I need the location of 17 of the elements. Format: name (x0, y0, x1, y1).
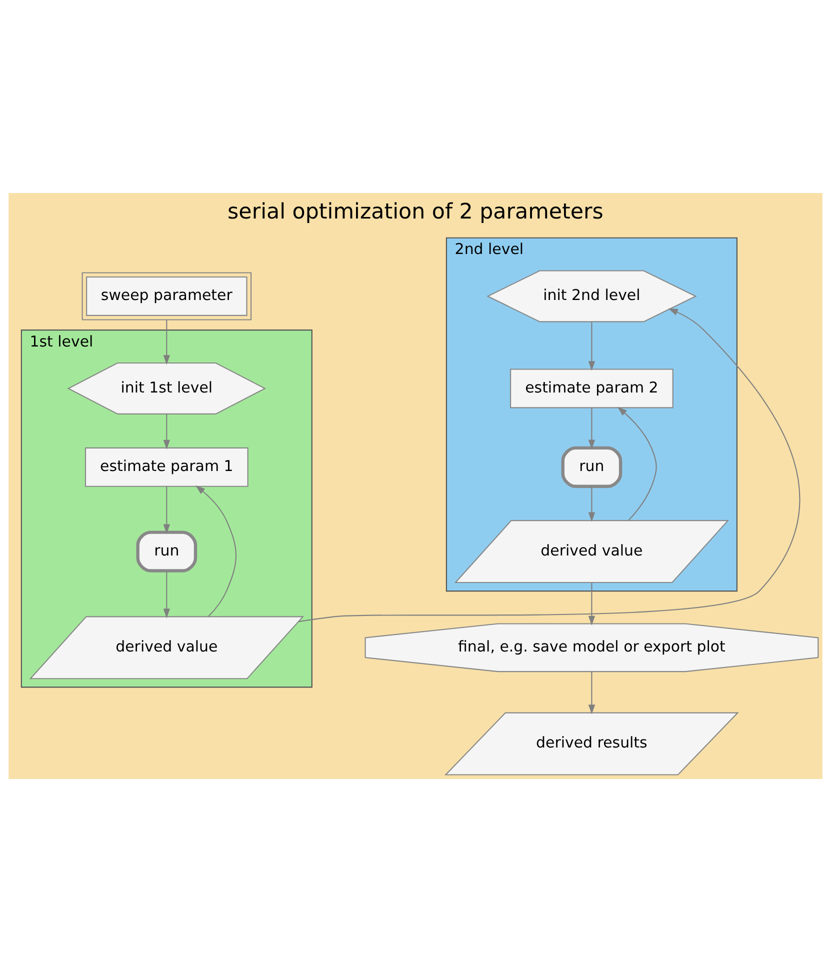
arrow (588, 582, 596, 625)
node-box: run (136, 530, 198, 572)
arrow (163, 413, 170, 449)
arrow (163, 486, 170, 534)
arrow (588, 670, 596, 714)
arrow (588, 321, 596, 370)
arrow (588, 408, 596, 449)
node-box: sweep parameter (82, 272, 252, 320)
node-box: run (561, 446, 622, 488)
arrow (163, 320, 170, 364)
arrow (195, 484, 237, 616)
arrow (163, 570, 170, 618)
arrow (588, 486, 596, 522)
arrow (617, 406, 657, 520)
node-box: estimate param 2 (510, 368, 674, 408)
diagram-title: serial optimization of 2 parameters (228, 199, 604, 224)
node-box: estimate param 1 (84, 446, 248, 486)
